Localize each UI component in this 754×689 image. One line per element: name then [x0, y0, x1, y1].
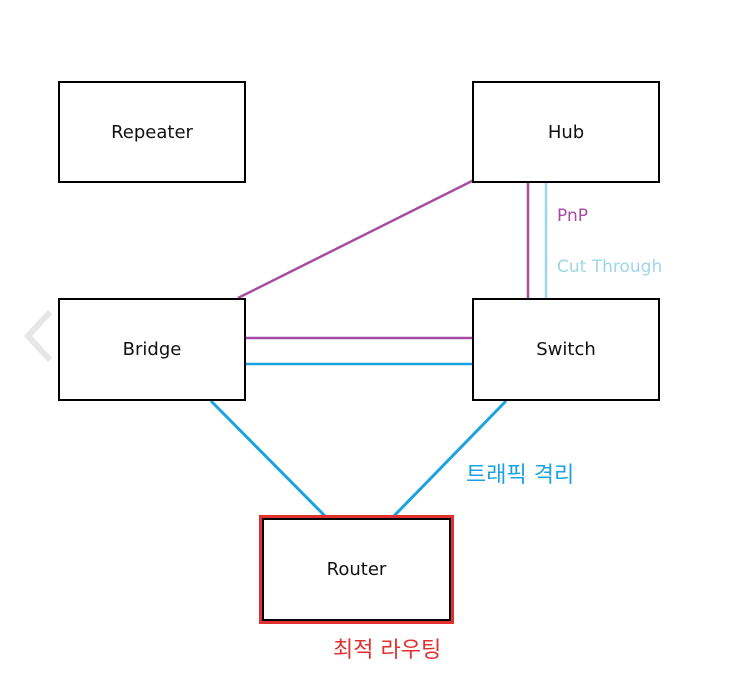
node-bridge: Bridge — [58, 298, 246, 401]
line-bridge-router — [209, 399, 328, 519]
label-optimal-routing: 최적 라우팅 — [333, 638, 442, 663]
node-router: Router — [262, 518, 451, 621]
label-pnp: PnP — [557, 206, 588, 226]
node-hub: Hub — [472, 81, 660, 183]
node-repeater: Repeater — [58, 81, 246, 183]
line-switch-router — [391, 399, 508, 519]
chevron-left-icon[interactable] — [20, 306, 60, 366]
label-traffic-isolation: 트래픽 격리 — [466, 463, 575, 488]
line-hub-bridge-pnp — [237, 178, 475, 300]
label-cut-through: Cut Through — [557, 257, 663, 277]
router-highlight — [259, 515, 454, 624]
node-router-label: Router — [326, 559, 387, 580]
node-repeater-label: Repeater — [111, 121, 193, 143]
node-switch-label: Switch — [536, 339, 596, 360]
node-switch: Switch — [472, 298, 660, 401]
node-hub-label: Hub — [547, 121, 585, 143]
node-bridge-label: Bridge — [122, 339, 182, 360]
